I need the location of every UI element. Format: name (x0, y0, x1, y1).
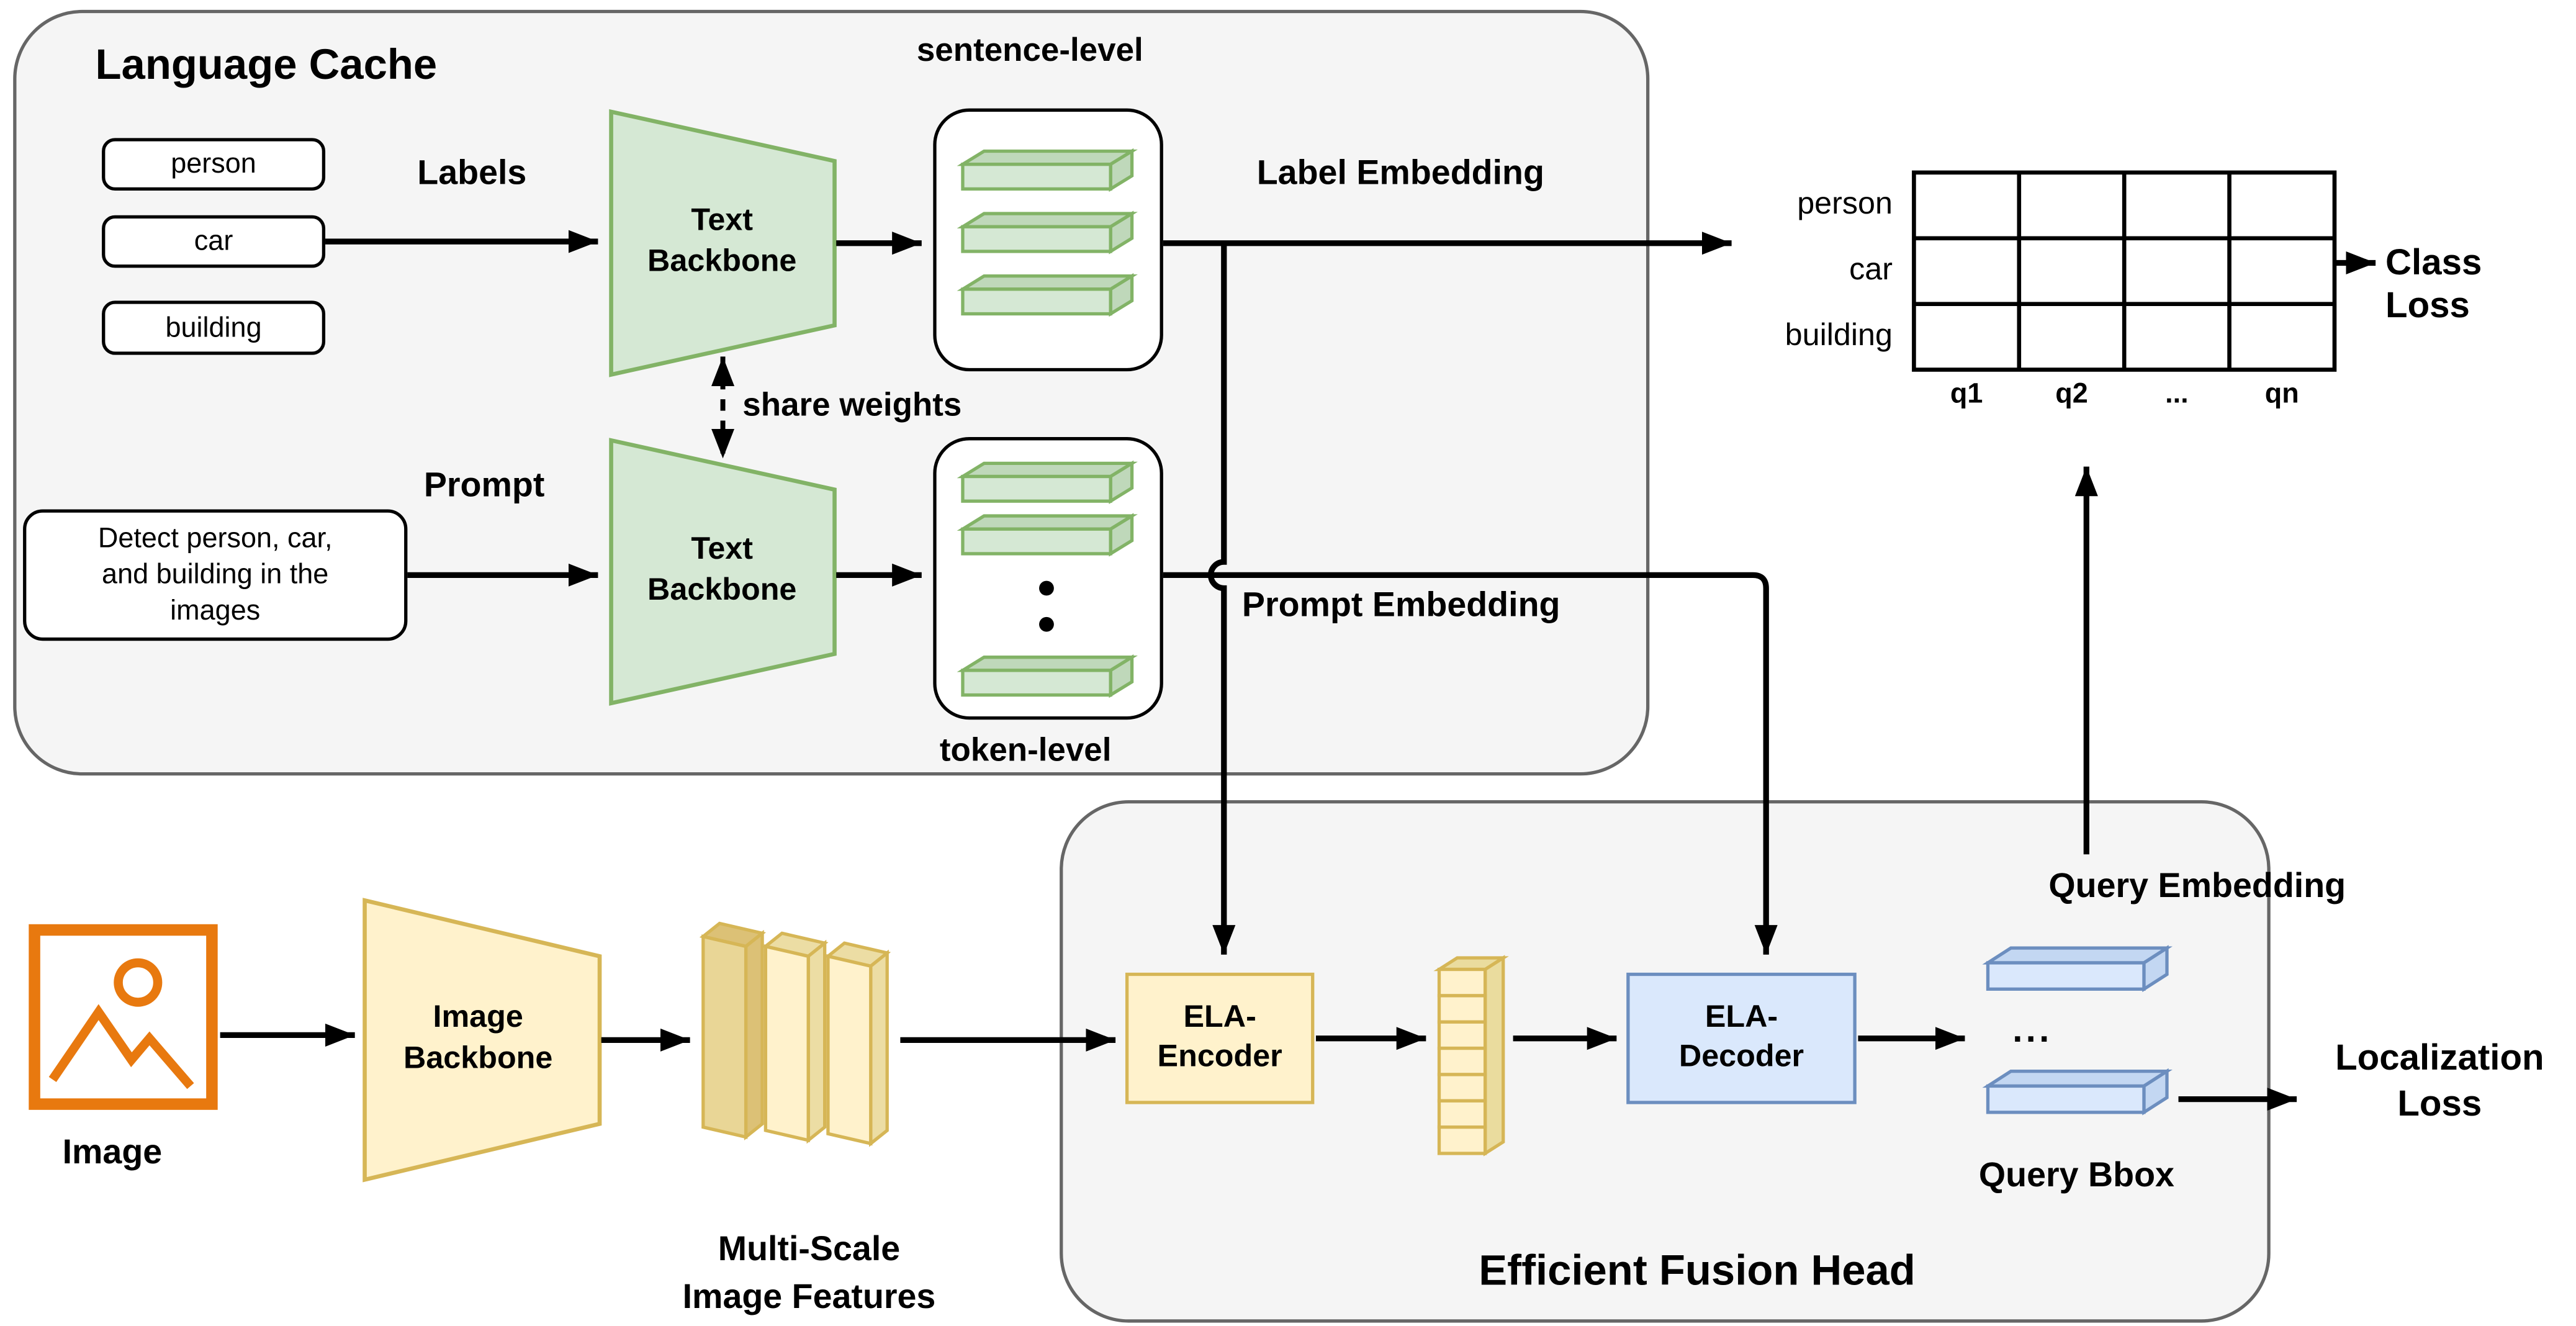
token-level-bars (957, 460, 1138, 698)
token-level-label: token-level (939, 733, 1112, 769)
query-embedding-label: Query Embedding (2048, 867, 2346, 906)
query-bbox-label: Query Bbox (1978, 1157, 2174, 1195)
query-bbox-bar (1982, 1068, 2173, 1116)
label-box-car-text: car (194, 225, 233, 256)
matrix-row-label-building: building (1785, 318, 1893, 354)
sentence-level-label: sentence-level (916, 32, 1143, 70)
label-box-person: person (102, 138, 326, 191)
query-dots-label: ... (2012, 1009, 2053, 1050)
language-cache-title: Language Cache (95, 39, 438, 89)
token-ellipsis-dots (1039, 580, 1054, 632)
ela-encoder-box: ELA- Encoder (1125, 972, 1315, 1104)
matrix-col-label-ellipsis: ... (2165, 377, 2189, 410)
token-cube-stack (1433, 955, 1509, 1157)
image-backbone-trapezoid (363, 898, 602, 1183)
matrix-row-label-person: person (1797, 187, 1893, 222)
ela-decoder-text: ELA- Decoder (1678, 1001, 1804, 1075)
prompt-box: Detect person, car, and building in the … (23, 509, 408, 641)
matrix-col-label-q1: q1 (1950, 377, 1983, 410)
sentence-level-bars (957, 148, 1138, 317)
fusion-head-title: Efficient Fusion Head (1479, 1245, 1916, 1295)
arrow-label-embedding-branch-to-encoder (1208, 243, 1236, 955)
query-embedding-bar (1982, 945, 2173, 993)
ela-decoder-box: ELA- Decoder (1626, 972, 1857, 1104)
text-backbone-bottom-label: Text Backbone (647, 533, 797, 608)
ela-encoder-text: ELA- Encoder (1157, 1001, 1282, 1075)
text-backbone-top-label: Text Backbone (647, 204, 797, 279)
labels-caption: Labels (417, 154, 527, 192)
matrix-row-label-car: car (1849, 253, 1893, 288)
prompt-embedding-label: Prompt Embedding (1241, 586, 1560, 625)
text-backbone-bottom-trapezoid (609, 438, 837, 706)
image-caption: Image (62, 1134, 163, 1172)
label-embedding-label: Label Embedding (1256, 154, 1544, 192)
diagram-arrows (220, 230, 2376, 1111)
localization-loss-label: Localization Loss (2335, 1037, 2544, 1124)
label-box-car: car (102, 215, 326, 268)
prompt-caption: Prompt (423, 466, 545, 505)
label-box-building-text: building (165, 311, 262, 343)
image-icon (29, 924, 218, 1110)
multi-scale-features-label: Multi-Scale Image Features (682, 1230, 936, 1317)
share-weights-label: share weights (742, 387, 962, 424)
text-backbone-top-trapezoid (609, 109, 837, 377)
arrow-prompt-embedding-to-decoder (1163, 572, 1778, 955)
multi-scale-feature-slabs (699, 921, 891, 1147)
class-loss-label: Class Loss (2385, 241, 2482, 326)
class-matrix-grid (1912, 170, 2337, 372)
label-box-person-text: person (171, 148, 256, 179)
prompt-box-text: Detect person, car, and building in the … (97, 522, 333, 626)
matrix-col-label-q2: q2 (2055, 377, 2088, 410)
matrix-col-label-qn: qn (2264, 377, 2299, 410)
image-backbone-label: Image Backbone (403, 1001, 553, 1076)
label-box-building: building (102, 300, 326, 355)
